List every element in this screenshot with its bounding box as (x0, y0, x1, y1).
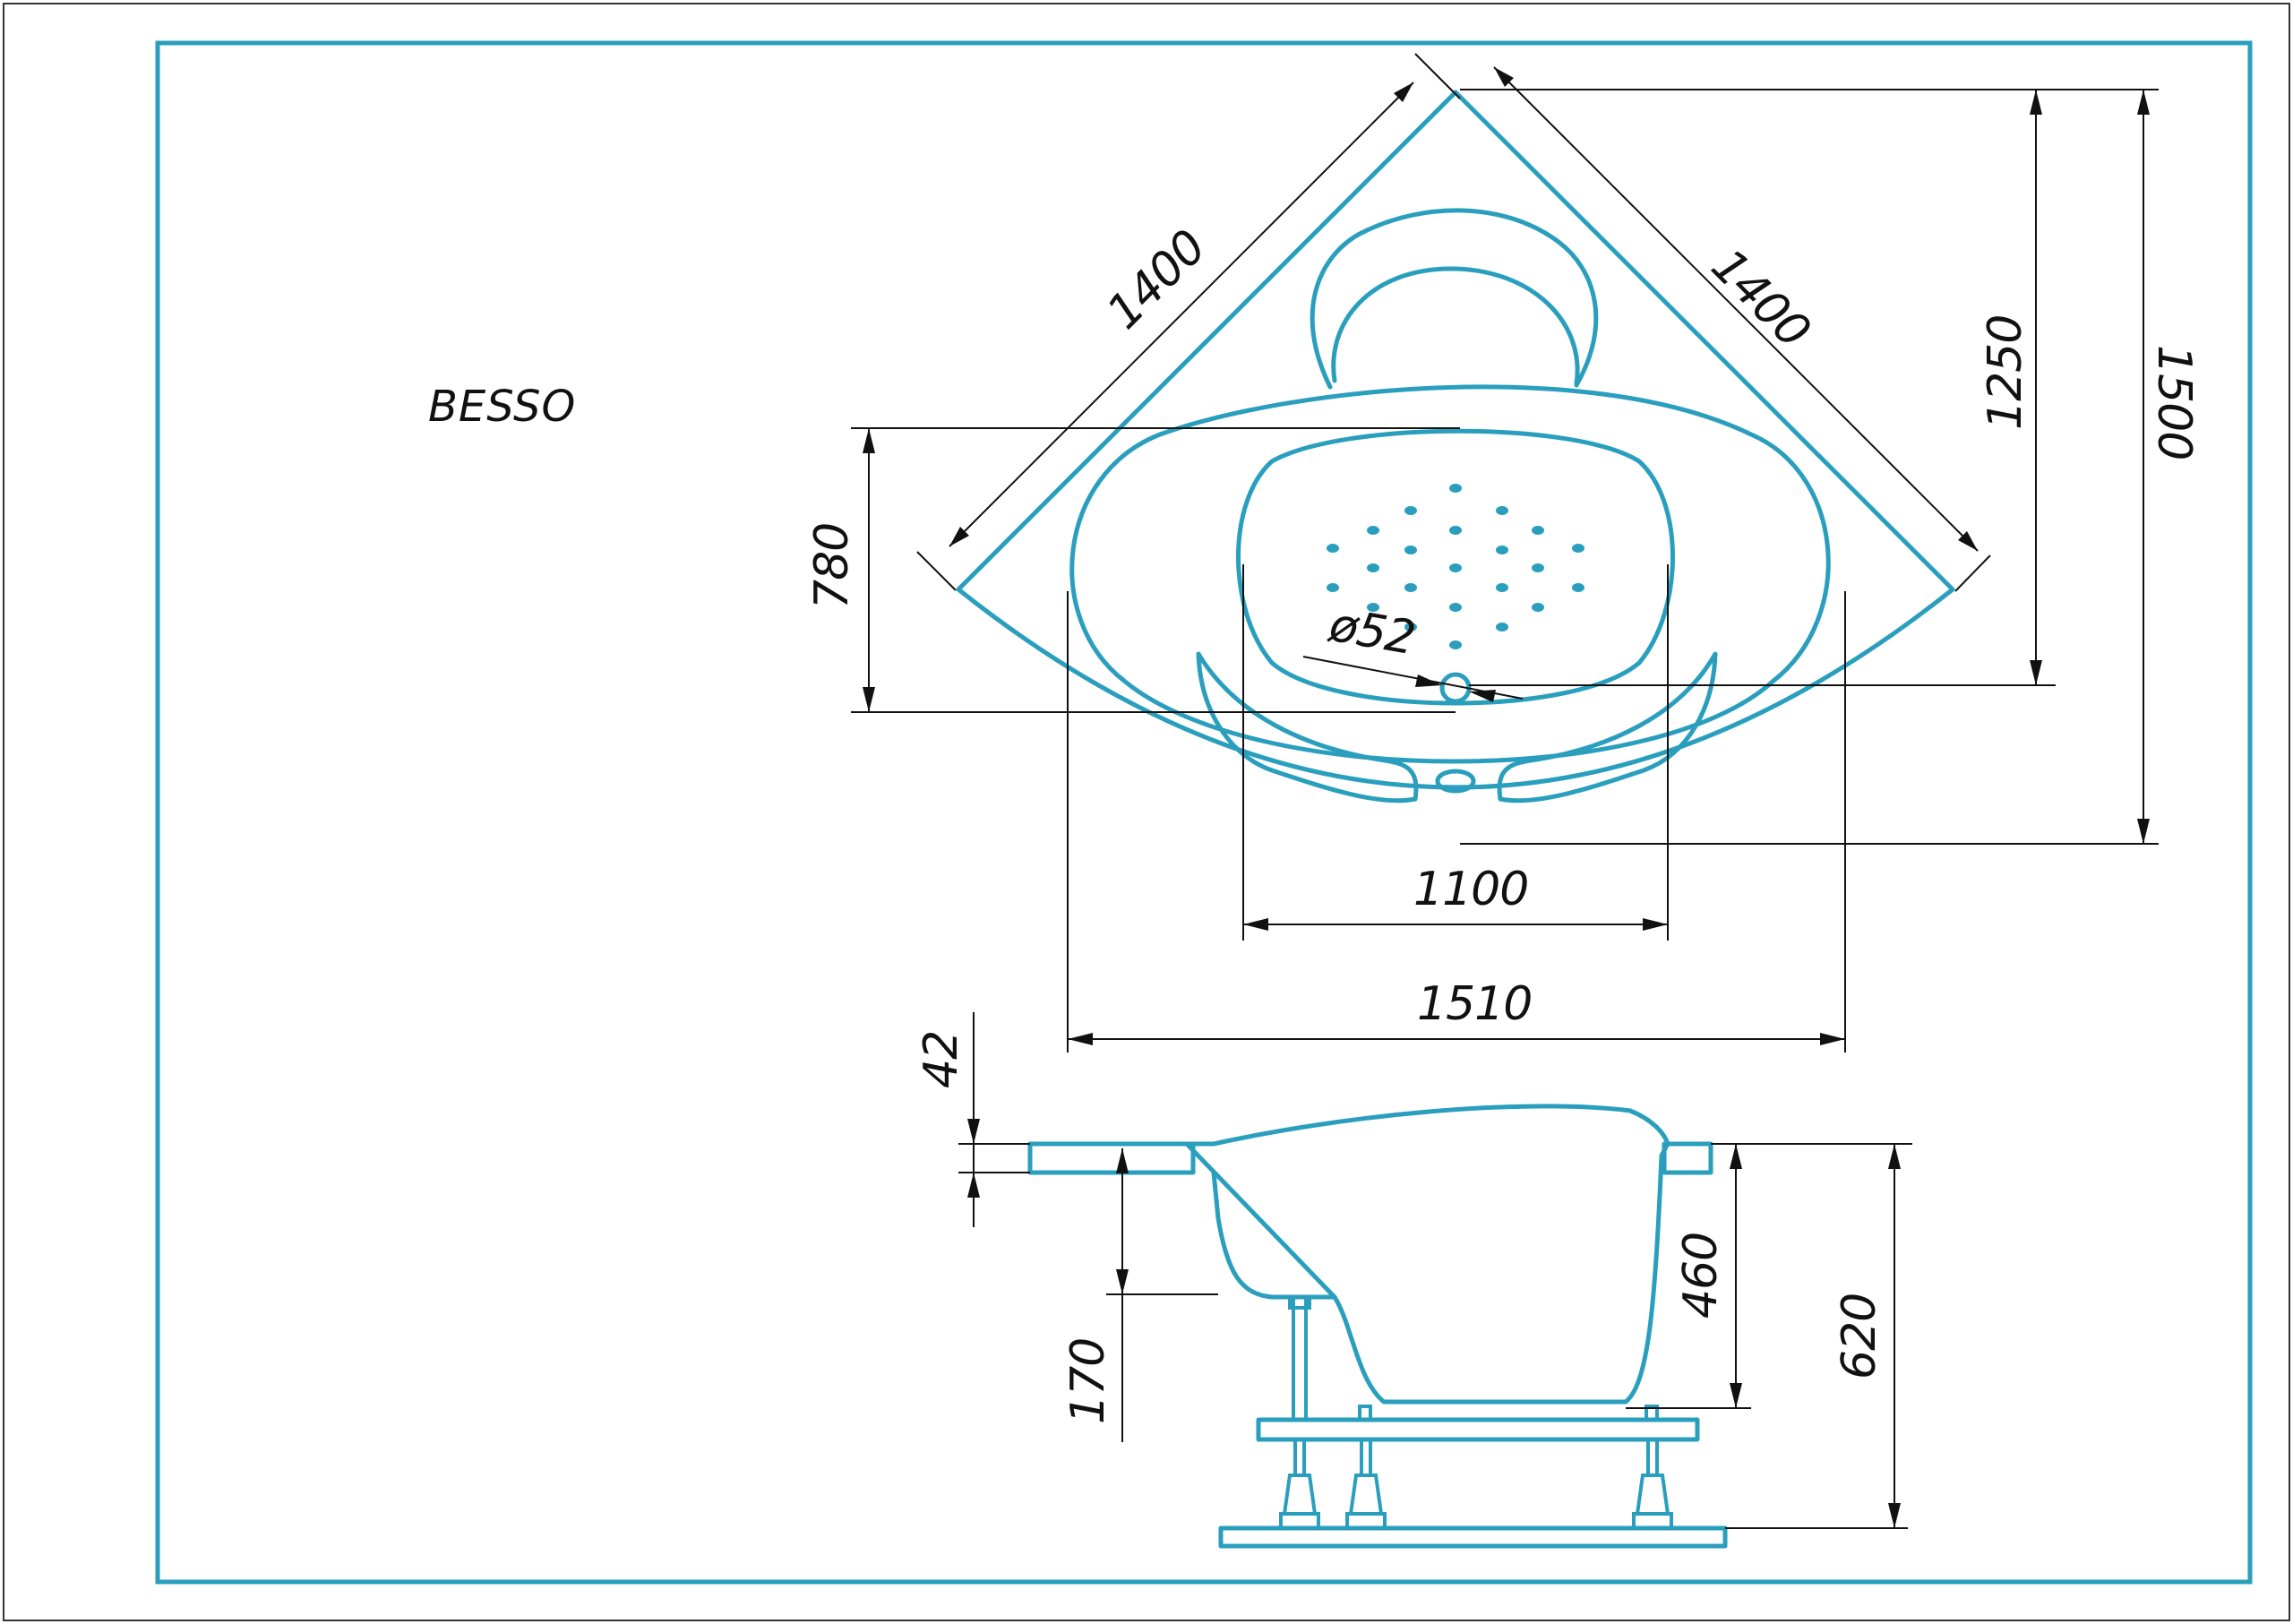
arrowhead (2137, 90, 2150, 115)
arrowhead (1494, 67, 1514, 87)
arrowhead (1068, 1033, 1093, 1045)
dim-label-620: 620 (1833, 1293, 1886, 1379)
air-jet-hole (1496, 546, 1508, 554)
rim-right (1662, 1141, 1713, 1175)
air-jet-hole (1532, 526, 1544, 535)
tub-outline-top (956, 90, 1955, 790)
arrowhead (1394, 82, 1413, 102)
air-jet-hole (1532, 603, 1544, 612)
adjustable-leg-left (1279, 1438, 1320, 1530)
air-jets (1327, 484, 1584, 649)
tub-basin (1236, 428, 1675, 706)
armrest-left (1196, 651, 1419, 803)
support-frame (1256, 1417, 1700, 1442)
air-jet-hole (1367, 603, 1379, 612)
seat-support-cap (1288, 1295, 1311, 1310)
dim-label-780: 780 (805, 523, 859, 609)
arrowhead (863, 428, 875, 453)
air-jet-hole (1572, 544, 1584, 553)
air-jet-hole (1327, 583, 1339, 592)
tub-seat-side (1211, 1170, 1337, 1300)
ext-line (1414, 53, 1461, 99)
side-view: 42 170 460 620 (915, 1012, 1912, 1549)
arrowhead (967, 1119, 980, 1144)
air-jet-hole (1449, 640, 1462, 649)
dim-label-170: 170 (1061, 1338, 1115, 1424)
body-support-mid (1358, 1405, 1372, 1422)
dim-label-1500: 1500 (2147, 345, 2201, 460)
adjustable-leg-right (1632, 1438, 1673, 1530)
air-jet-hole (1496, 623, 1508, 632)
dim-label-drain: ø52 (1325, 598, 1419, 666)
arrowhead (1116, 1269, 1129, 1294)
dim-label-1510: 1510 (1417, 977, 1532, 1031)
top-view: 1400 1400 1250 1500 780 ø52 (805, 53, 2201, 1053)
air-jet-hole (1404, 583, 1417, 592)
arrowhead (967, 1173, 980, 1198)
air-jet-hole (1449, 603, 1462, 612)
dim-line-1400-left (949, 82, 1414, 547)
arrowhead (1469, 690, 1496, 702)
sheet-outer-border (3, 3, 2290, 1621)
air-jet-hole (1449, 484, 1462, 493)
arrowhead (1888, 1144, 1901, 1169)
arrowhead (1243, 918, 1268, 931)
ext-line (916, 551, 957, 591)
air-jet-hole (1449, 526, 1462, 535)
model-title: BESSO (428, 382, 576, 432)
arrowhead (1730, 1144, 1742, 1169)
arrowhead (1820, 1033, 1845, 1045)
dim-label-side-left: 1400 (1097, 220, 1216, 339)
arrowhead (1643, 918, 1668, 931)
drawing-frame (155, 40, 2253, 1585)
air-jet-hole (1496, 583, 1508, 592)
tub-body-side (1184, 1141, 1670, 1405)
dim-line-1400-right (1493, 66, 1979, 552)
arrowhead (949, 527, 969, 546)
overflow-fitting (1435, 769, 1476, 794)
air-jet-hole (1367, 526, 1379, 535)
air-jet-hole (1404, 506, 1417, 515)
armrest-right (1497, 651, 1718, 803)
ext-line (1954, 554, 1991, 592)
air-jet-hole (1449, 563, 1462, 572)
dim-label-1100: 1100 (1413, 863, 1528, 916)
arrowhead (1888, 1503, 1901, 1528)
arrowhead (2030, 90, 2042, 115)
air-jet-hole (1496, 506, 1508, 515)
rim-left (1027, 1141, 1196, 1175)
floor-base (1218, 1525, 1728, 1549)
dim-label-460: 460 (1674, 1233, 1728, 1319)
arrowhead (1116, 1148, 1129, 1173)
headrest-inner (1331, 266, 1580, 386)
air-jet-hole (1404, 623, 1417, 632)
arrowhead (2137, 819, 2150, 844)
arrowhead (1730, 1383, 1742, 1408)
arrowhead (2030, 660, 2042, 685)
air-jet-hole (1572, 583, 1584, 592)
arrowhead (863, 687, 875, 712)
air-jet-hole (1367, 563, 1379, 572)
rim-top (1099, 1104, 1670, 1147)
tub-rim (1069, 384, 1831, 764)
air-jet-hole (1327, 544, 1339, 553)
headrest-outer (1310, 208, 1599, 390)
body-support-right (1645, 1405, 1659, 1422)
air-jet-hole (1404, 546, 1417, 554)
air-jet-hole (1532, 563, 1544, 572)
dim-label-42: 42 (915, 1031, 968, 1088)
arrowhead (1415, 675, 1442, 687)
adjustable-leg-middle (1345, 1438, 1387, 1530)
seat-support (1292, 1295, 1308, 1422)
arrowhead (1958, 531, 1978, 551)
dim-label-1250: 1250 (1979, 315, 2032, 430)
dim-label-side-right: 1400 (1701, 239, 1820, 358)
